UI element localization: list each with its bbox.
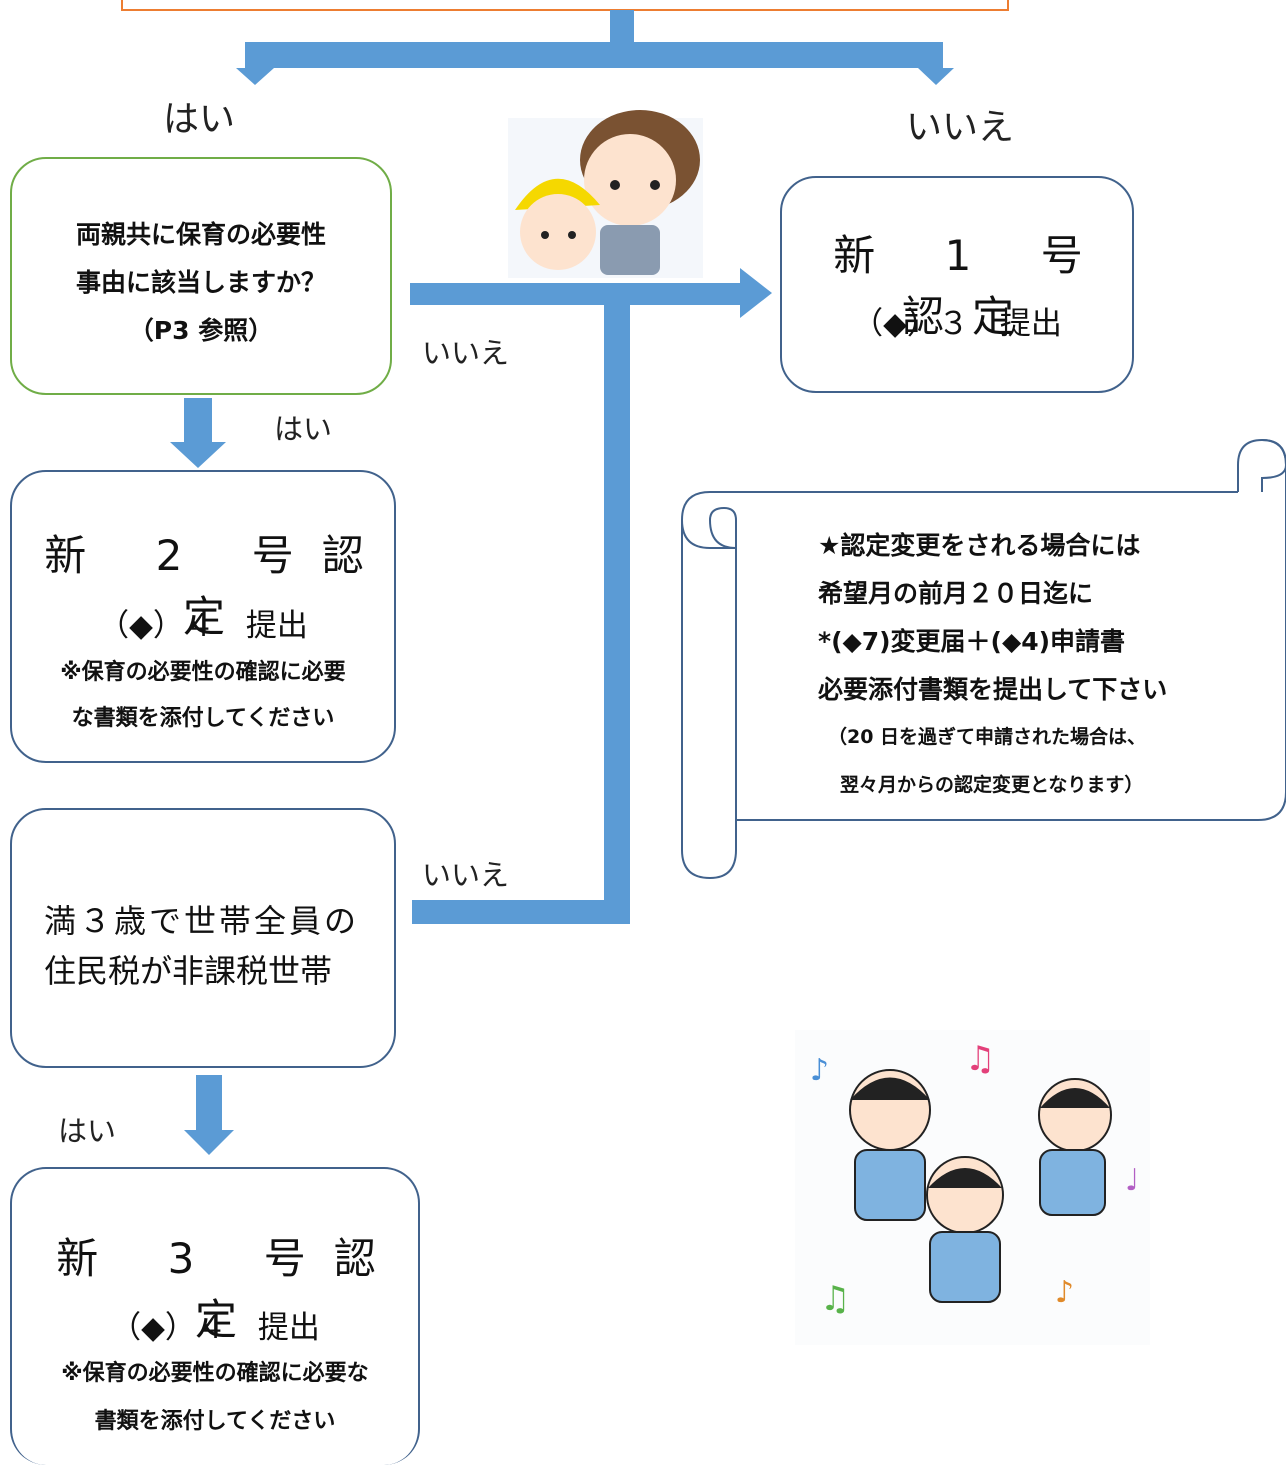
top-stem <box>610 10 634 45</box>
label-yes-low: はい <box>58 1114 117 1148</box>
scroll-line-4: 必要添付書類を提出して下さい <box>818 675 1168 704</box>
scroll-line-2: 希望月の前月２０日迄に <box>818 579 1094 608</box>
cert1-title: 新 1 号認定 <box>833 231 1111 341</box>
scroll-line-5: （20 日を過ぎて申請された場合は、 <box>828 726 1147 748</box>
svg-text:♫: ♫ <box>965 1039 995 1079</box>
arrow-left-down <box>236 68 274 85</box>
q2-yes-stem <box>196 1075 222 1130</box>
vertical-connector <box>604 293 630 923</box>
cert2-note-2: な書類を添付してください <box>71 706 335 731</box>
label-no-top: いいえ <box>906 107 1015 148</box>
cert2-note-1: ※保育の必要性の確認に必要 <box>60 660 346 685</box>
scroll-line-3: *(◆7)変更届＋(◆4)申請書 <box>818 627 1126 656</box>
scroll-shape <box>681 438 1286 880</box>
top-bar <box>245 42 943 68</box>
cert3-title: 新 3 号認定 <box>56 1234 404 1344</box>
q1-no-arrowhead <box>740 268 772 318</box>
label-no-mid: いいえ <box>422 336 510 370</box>
top-box-edge <box>121 0 1009 11</box>
question-line-2: 事由に該当しますか？ <box>75 268 326 297</box>
cert3-note-2: 書類を添付してください <box>94 1409 336 1434</box>
q1-no-bar <box>410 283 740 305</box>
label-no-low: いいえ <box>422 858 510 892</box>
cert1-submit: （◆）３ 提出 <box>852 306 1062 342</box>
question-tax-line-2: 住民税が非課税世帯 <box>44 952 333 990</box>
q2-yes-arrowhead <box>184 1130 234 1155</box>
q1-yes-arrowhead <box>170 442 226 468</box>
cert3-submit: （◆）４ 提出 <box>110 1310 320 1346</box>
label-yes-top: はい <box>163 99 236 140</box>
cert1-box: 新 1 号認定 （◆）３ 提出 <box>780 176 1134 393</box>
cert3-note-1: ※保育の必要性の確認に必要な <box>61 1361 369 1386</box>
cert2-title: 新 2 号認定 <box>44 531 392 641</box>
scroll-line-6: 翌々月からの認定変更となります） <box>840 774 1144 796</box>
question-tax-line-1: 満３歳で世帯全員の <box>44 902 360 940</box>
svg-text:♩: ♩ <box>1125 1163 1139 1198</box>
svg-text:♪: ♪ <box>810 1053 829 1088</box>
svg-text:♪: ♪ <box>1055 1275 1074 1310</box>
question-line-1: 両親共に保育の必要性 <box>75 220 326 249</box>
cert2-submit: （◆）４ 提出 <box>98 608 308 644</box>
arrow-right-down <box>918 68 954 85</box>
question-tax-box: 満３歳で世帯全員の 住民税が非課税世帯 <box>10 808 396 1068</box>
cert3-box: 新 3 号認定 （◆）４ 提出 ※保育の必要性の確認に必要な 書類を添付してくだ… <box>10 1167 420 1465</box>
question-line-3: （P3 参照） <box>128 316 274 345</box>
label-yes-mid: はい <box>274 412 333 446</box>
q2-no-bar <box>412 900 630 924</box>
svg-text:♫: ♫ <box>820 1279 850 1319</box>
q1-yes-stem <box>184 398 212 442</box>
cert2-box: 新 2 号認定 （◆）４ 提出 ※保育の必要性の確認に必要 な書類を添付してくだ… <box>10 470 396 763</box>
scroll-line-1: ★認定変更をされる場合には <box>818 531 1141 560</box>
question-both-parents-box: 両親共に保育の必要性 事由に該当しますか？ （P3 参照） <box>10 157 392 395</box>
